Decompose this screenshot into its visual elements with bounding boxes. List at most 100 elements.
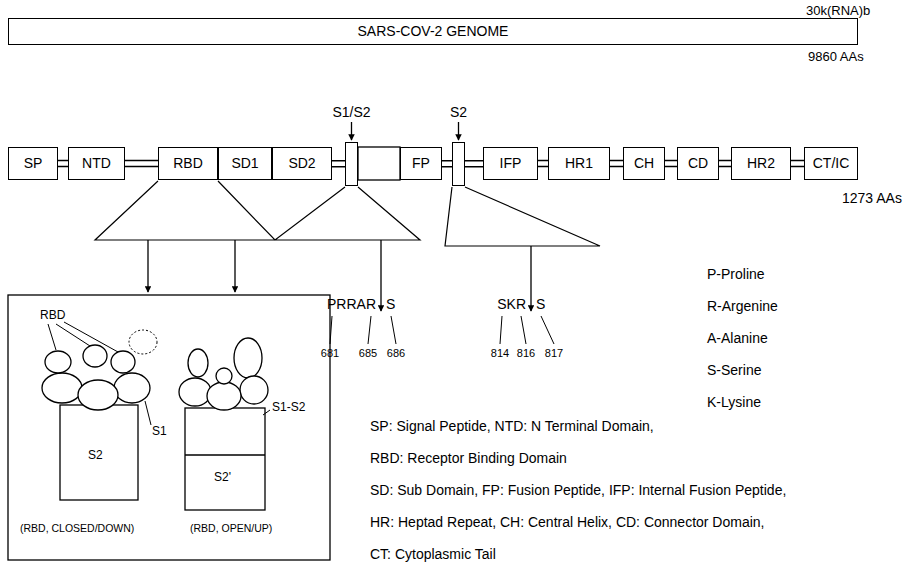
double-line-connector xyxy=(465,160,483,168)
domain-label: S1/S2 xyxy=(332,104,370,121)
double-line-connector xyxy=(665,160,677,168)
length-label: 30k(RNA)b xyxy=(806,3,870,19)
residue-number: 685 xyxy=(359,347,377,360)
cleavage-arrow xyxy=(458,122,459,140)
cleavage-site-box: S1/S2 xyxy=(345,142,358,186)
rbd-head xyxy=(111,351,135,373)
connector-gap xyxy=(465,162,483,167)
domain-label: NTD xyxy=(82,155,111,172)
connector-gap xyxy=(610,161,623,166)
residue-number: 816 xyxy=(517,347,535,360)
s2-prime-line xyxy=(185,454,265,455)
length-label: 9860 AAs xyxy=(808,49,864,65)
double-line-connector xyxy=(442,160,452,168)
part-label: S2' xyxy=(214,470,231,484)
double-line-connector xyxy=(719,160,731,168)
domain-box: IFP xyxy=(483,147,538,180)
connector-gap xyxy=(58,161,68,166)
part-label: RBD xyxy=(40,308,65,322)
abbreviation-note: RBD: Receptor Binding Domain xyxy=(370,450,567,467)
connector-gap xyxy=(125,161,158,166)
rbd-ghost xyxy=(129,330,157,354)
domain-label: IFP xyxy=(500,155,522,172)
abbreviation-note: HR: Heptad Repeat, CH: Central Helix, CD… xyxy=(370,514,765,531)
domain-box: CT/IC xyxy=(804,147,858,180)
leader-line xyxy=(48,322,118,352)
abbreviation-note: CT: Cytoplasmic Tail xyxy=(370,546,496,563)
cleavage-sequence: SKR xyxy=(497,296,526,313)
domain-label: RBD xyxy=(173,155,203,172)
s1-lobe xyxy=(78,380,118,410)
s2-stalk xyxy=(185,408,265,510)
part-label: S2 xyxy=(88,448,103,462)
domain-label: S2 xyxy=(450,104,467,121)
rbd-head xyxy=(45,351,71,373)
cleavage-sequence: S xyxy=(386,296,395,313)
domain-box: SP xyxy=(8,147,58,180)
rbd-head xyxy=(188,349,208,377)
abbreviation-note: SP: Signal Peptide, NTD: N Terminal Doma… xyxy=(370,418,654,435)
s2-stalk xyxy=(60,405,138,500)
amino-acid-key: R-Argenine xyxy=(707,298,778,315)
connector-gap xyxy=(791,161,804,166)
zoom-triangle xyxy=(445,187,600,246)
abbreviation-note: SD: Sub Domain, FP: Fusion Peptide, IFP:… xyxy=(370,482,786,499)
length-label: 1273 AAs xyxy=(842,190,902,207)
domain-label: HR2 xyxy=(747,155,775,172)
amino-acid-key: P-Proline xyxy=(707,266,765,283)
rbd-head xyxy=(83,345,107,367)
amino-acid-key: A-Alanine xyxy=(707,330,768,347)
domain-box: CH xyxy=(623,147,665,180)
state-caption: (RBD, OPEN/UP) xyxy=(190,522,272,535)
rbd-head xyxy=(216,368,232,384)
cleavage-sequence: PRRAR xyxy=(327,296,376,313)
domain-label: HR1 xyxy=(565,155,593,172)
connector-gap xyxy=(719,161,731,166)
inset-frame xyxy=(8,295,330,560)
residue-number: 814 xyxy=(491,347,509,360)
domain-label: CD xyxy=(688,155,708,172)
domain-box: SD2 xyxy=(272,147,332,180)
s1-lobe xyxy=(179,378,211,406)
domain-label: SD1 xyxy=(231,155,258,172)
double-line-connector xyxy=(58,160,68,168)
domain-label: CH xyxy=(634,155,654,172)
domain-box: SD1 xyxy=(218,147,272,180)
spike-segment xyxy=(358,147,400,180)
cleavage-arrow xyxy=(380,240,381,311)
domain-box: RBD xyxy=(158,147,218,180)
connector-gap xyxy=(538,161,548,166)
double-line-connector xyxy=(610,160,623,168)
domain-box: NTD xyxy=(68,147,125,180)
domain-box: FP xyxy=(400,147,442,180)
part-label: S1 xyxy=(152,424,167,438)
s1-lobe xyxy=(240,376,268,404)
domain-box: CD xyxy=(677,147,719,180)
connector-gap xyxy=(442,162,452,167)
double-line-connector xyxy=(332,160,345,168)
double-line-connector xyxy=(791,160,804,168)
domain-box: HR1 xyxy=(548,147,610,180)
domain-label: SARS-COV-2 GENOME xyxy=(358,23,509,40)
double-line-connector xyxy=(125,160,158,168)
s1-lobe xyxy=(114,373,150,403)
connector-gap xyxy=(665,161,677,166)
s1-lobe xyxy=(42,373,82,403)
connector-gap xyxy=(332,162,345,167)
residue-tick xyxy=(330,316,396,344)
domain-box: HR2 xyxy=(731,147,791,180)
zoom-arrow xyxy=(147,240,148,292)
leader-line xyxy=(263,410,270,415)
domain-label: SP xyxy=(24,155,43,172)
double-line-connector xyxy=(538,160,548,168)
cleavage-arrow xyxy=(351,122,352,140)
residue-number: 817 xyxy=(545,347,563,360)
amino-acid-key: K-Lysine xyxy=(707,394,761,411)
part-label: S1-S2 xyxy=(272,400,305,414)
residue-tick xyxy=(500,316,554,344)
cleavage-site-box: S2 xyxy=(452,142,465,186)
domain-label: CT/IC xyxy=(813,155,850,172)
rbd-head xyxy=(234,338,262,378)
residue-number: 681 xyxy=(321,347,339,360)
